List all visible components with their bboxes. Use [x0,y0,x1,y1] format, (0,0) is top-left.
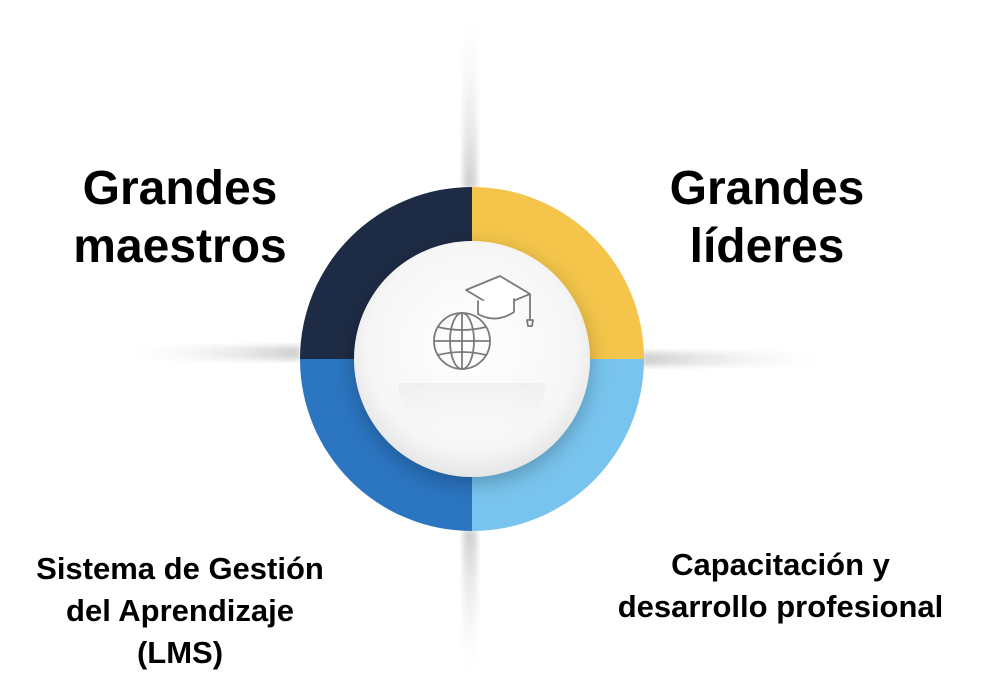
label-bottom-left-line-2: del Aprendizaje [66,593,294,628]
label-top-left-line-1: Grandes [82,162,278,215]
label-bottom-right: Capacitación y desarrollo profesional [580,544,981,628]
label-top-left: Grandes maestros [40,160,320,276]
label-top-right-line-1: Grandes [669,162,865,215]
label-bottom-right-line-2: desarrollo profesional [617,589,944,624]
label-top-right-line-2: líderes [689,220,845,273]
label-bottom-left: Sistema de Gestión del Aprendizaje (LMS) [0,548,360,674]
label-bottom-right-line-1: Capacitación y [671,547,890,582]
label-top-right: Grandes líderes [627,160,907,276]
label-top-left-line-2: maestros [73,220,287,273]
label-bottom-left-line-1: Sistema de Gestión [36,551,324,586]
globe-graduation-cap-icon [433,275,534,370]
cross-shadows [110,0,842,687]
label-bottom-left-line-3: (LMS) [136,635,224,670]
